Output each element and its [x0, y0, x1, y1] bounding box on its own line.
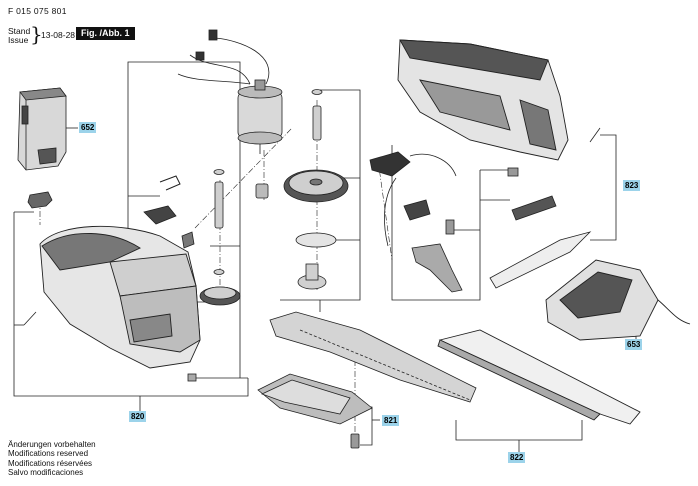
bracket-right [391, 145, 481, 301]
large-gear [283, 169, 349, 203]
screw-bottom [350, 433, 360, 449]
blade-cover [437, 329, 641, 425]
part-label-653: 653 [625, 339, 643, 350]
front-housing [39, 225, 201, 369]
stand-label: Stand [8, 26, 31, 36]
part-label-822: 822 [508, 452, 526, 463]
wire-clip [159, 175, 181, 191]
screw [23, 311, 37, 326]
footer-line: Modifications reserved [8, 449, 89, 459]
rear-housing [397, 39, 569, 161]
blade-guard [257, 373, 373, 425]
brace-icon: } [30, 22, 43, 46]
pinion-gear [255, 183, 269, 199]
small-gear [199, 286, 241, 306]
document-number: F 015 075 801 [8, 6, 67, 16]
guide-bar [511, 195, 557, 221]
footer-notes: Änderungen vorbehalten Modifications res… [8, 440, 96, 478]
footer-line: Änderungen vorbehalten [8, 440, 96, 449]
part-label-821: 821 [382, 415, 400, 426]
battery-latch [27, 191, 53, 209]
motor [177, 29, 283, 154]
part-label-820: 820 [129, 411, 147, 422]
issue-date: 13-08-28 [41, 30, 76, 40]
lever-parts [369, 151, 519, 293]
issue-label: Issue [8, 35, 29, 45]
battery-pack [17, 87, 67, 171]
part-label-823: 823 [623, 180, 641, 191]
shaft-pins [213, 89, 323, 275]
blade-guard-top [489, 231, 592, 289]
bracket-820 [13, 212, 249, 397]
bracket-822 [455, 420, 583, 441]
figure-label: Fig. /Abb. 1 [76, 27, 135, 40]
blade-assembly [269, 311, 477, 403]
charger [545, 259, 691, 341]
footer-line: Salvo modificaciones [8, 468, 84, 478]
eccentric-cam [297, 263, 327, 290]
part-label-652: 652 [79, 122, 97, 133]
switch-module [143, 205, 195, 249]
thrust-disc [295, 232, 337, 248]
nut [187, 373, 197, 382]
screw-right [589, 127, 601, 143]
footer-line: Modifications réservées [8, 458, 93, 468]
bracket-823 [590, 134, 617, 241]
